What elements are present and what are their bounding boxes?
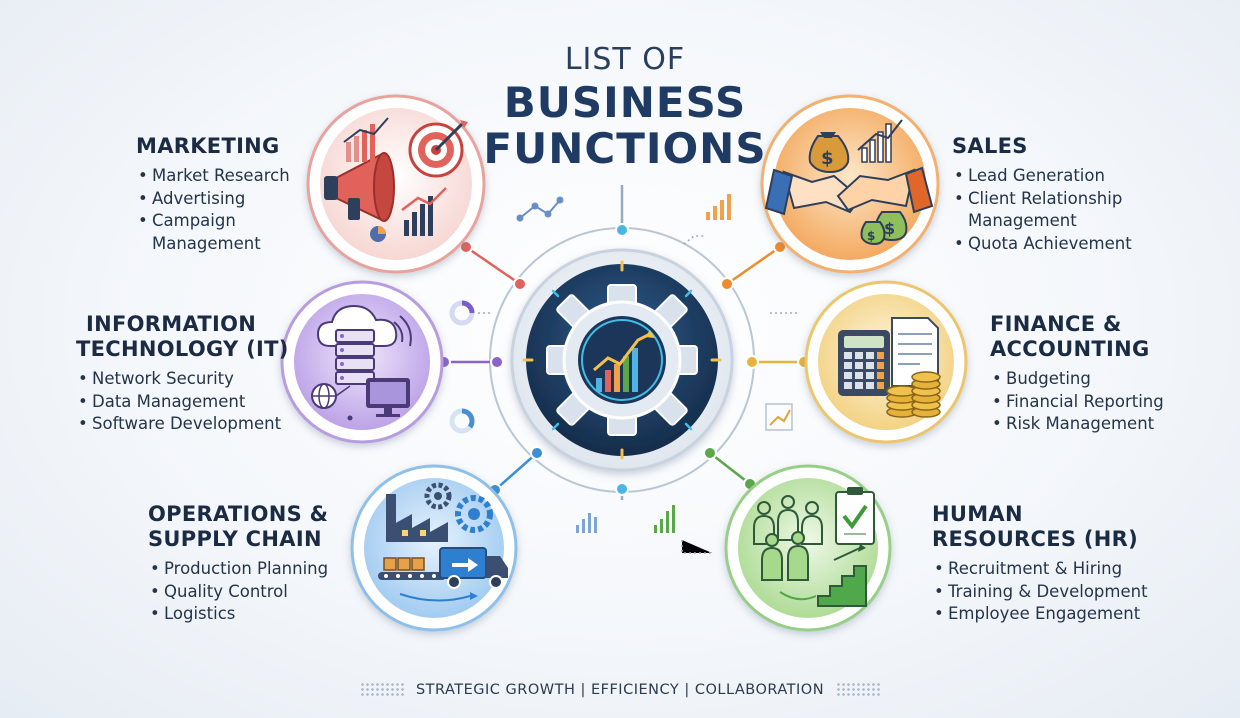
list-item: Software Development [76, 413, 289, 436]
finance-block: FINANCE &ACCOUNTING Budgeting Financial … [990, 312, 1164, 436]
sales-bar-chart-icon [857, 119, 903, 163]
decor-dotted-lines [681, 312, 800, 554]
marketing-list: Market Research Advertising CampaignMana… [136, 165, 290, 255]
conveyor-boxes-icon [378, 557, 446, 580]
cloud-server-icon [316, 304, 412, 385]
list-item: Logistics [148, 603, 328, 626]
factory-icon [386, 494, 448, 542]
list-item: Budgeting [990, 368, 1164, 391]
marketing-title: MARKETING [136, 134, 280, 158]
checklist-icon [835, 487, 875, 545]
hr-list: Recruitment & Hiring Training & Developm… [932, 558, 1148, 626]
title-line-2: BUSINESS [503, 78, 747, 127]
operations-title: OPERATIONS &SUPPLY CHAIN [148, 502, 329, 552]
dots-pattern-right [836, 682, 881, 696]
list-item: Risk Management [990, 413, 1164, 436]
svg-text:$: $ [867, 229, 875, 243]
connectors [444, 185, 804, 500]
gear-icon [424, 482, 493, 533]
document-icon [891, 317, 939, 387]
stairs-icon [779, 544, 867, 607]
decor-bar-chart-icon [683, 194, 731, 245]
it-list: Network Security Data Management Softwar… [76, 368, 289, 436]
globe-icon [311, 383, 353, 421]
target-icon [408, 120, 468, 178]
sales-list: Lead Generation Client RelationshipManag… [952, 165, 1132, 255]
team-icon [753, 495, 823, 581]
operations-list: Production Planning Quality Control Logi… [148, 558, 328, 626]
list-item: Lead Generation [952, 165, 1132, 188]
money-bag-icon: $ $ $ [808, 132, 908, 246]
gear-chart-icon [522, 260, 722, 460]
marketing-block: MARKETING Market Research Advertising Ca… [136, 134, 290, 255]
operations-circle [350, 464, 518, 632]
list-item: Production Planning [148, 558, 328, 581]
marketing-bar-chart-icon [343, 117, 447, 242]
connector-nodes [437, 223, 811, 497]
coins-icon [886, 371, 941, 418]
title-line-3: FUNCTIONS [483, 124, 767, 173]
decor-donut-icon [449, 300, 492, 434]
calculator-icon [838, 330, 890, 396]
svg-text:$: $ [884, 219, 895, 238]
list-item: Quality Control [148, 581, 328, 604]
footer-tagline: STRATEGIC GROWTH | EFFICIENCY | COLLABOR… [415, 682, 825, 698]
dots-pattern-left [359, 682, 404, 696]
handshake-icon [764, 166, 934, 216]
truck-icon [399, 547, 508, 602]
svg-text:$: $ [821, 148, 834, 169]
list-item: Market Research [136, 165, 290, 188]
list-item: Quota Achievement [952, 233, 1132, 256]
list-item: Financial Reporting [990, 391, 1164, 414]
finance-title: FINANCE &ACCOUNTING [990, 312, 1150, 362]
list-item: Recruitment & Hiring [932, 558, 1148, 581]
footer: STRATEGIC GROWTH | EFFICIENCY | COLLABOR… [0, 682, 1240, 698]
title-line-1: LIST OF [564, 42, 686, 77]
list-item: Network Security [76, 368, 289, 391]
list-item: Advertising [136, 188, 290, 211]
sales-title: SALES [952, 134, 1028, 158]
operations-block: OPERATIONS &SUPPLY CHAIN Production Plan… [148, 502, 328, 626]
decor-small-bars-icon [576, 505, 675, 533]
list-item: Employee Engagement [932, 603, 1148, 626]
sales-block: SALES Lead Generation Client Relationshi… [952, 134, 1132, 255]
decor-line-chart-icon [516, 196, 564, 222]
list-item: Data Management [76, 391, 289, 414]
list-item: Training & Development [932, 581, 1148, 604]
monitor-icon [366, 378, 410, 417]
finance-list: Budgeting Financial Reporting Risk Manag… [990, 368, 1164, 436]
megaphone-icon [324, 152, 395, 222]
decor-trend-icon [765, 403, 793, 431]
